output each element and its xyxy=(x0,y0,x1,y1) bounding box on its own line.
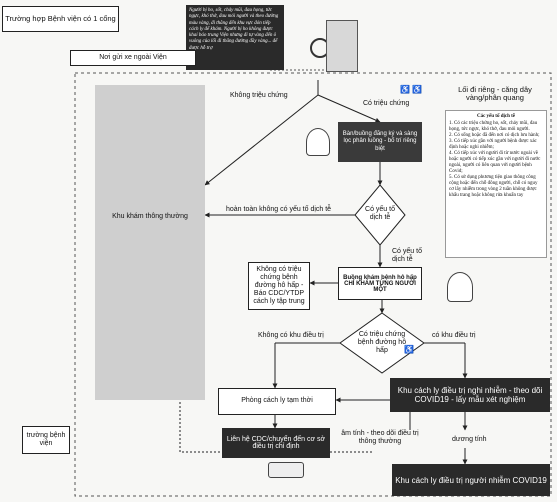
hospital-gate-label: trường bệnh viện xyxy=(22,426,70,454)
nurse-icon xyxy=(306,128,330,156)
private-lane-label: Lối đi riêng - căng dây vàng/phân quang xyxy=(458,85,532,103)
suspect-isolation-box: Khu cách ly điều trị nghi nhiễm - theo d… xyxy=(390,378,550,412)
epi-criteria-item: 2. Có sống hoặc đã đến nơi có dịch lưu h… xyxy=(449,133,540,138)
positive-label: dương tính xyxy=(452,436,487,443)
temp-isolation-box: Phòng cách ly tạm thời xyxy=(218,388,336,415)
confirmed-isolation-box: Khu cách ly điều trị người nhiễm COVID19 xyxy=(392,464,550,496)
hand-sanitizer-station-icon xyxy=(326,20,358,72)
doctor-icon xyxy=(447,272,473,302)
resp-diamond-label: Có triệu chứng bệnh đường hô hấp xyxy=(357,331,407,355)
wheelchair-icon: ♿ xyxy=(404,345,414,354)
ambulance-icon xyxy=(268,462,304,478)
page-title: Trường hợp Bệnh viện có 1 cổng xyxy=(2,6,119,32)
no-epi-label: hoàn toàn không có yếu tố dịch tễ xyxy=(226,206,332,213)
report-cdc-box: Không có triệu chứng bệnh đường hô hấp -… xyxy=(248,262,310,310)
respiratory-room: Buồng khám bệnh hô hấp CHỈ KHÁM TỪNG NGƯ… xyxy=(338,267,422,300)
parking-label: Nơi gửi xe ngoài Viện xyxy=(70,50,196,66)
epi-criteria-item: 4. Có tiếp xúc với người đi từ nước ngoà… xyxy=(449,151,541,174)
epi-criteria-title: Các yếu tố dịch tễ xyxy=(476,114,516,119)
no-zone-label: Không có khu điều trị xyxy=(258,332,324,339)
has-zone-label: có khu điều trị xyxy=(432,332,476,339)
no-symptom-label: Không triệu chứng xyxy=(230,92,288,99)
contact-cdc-box: Liên hệ CDC/chuyển đến cơ sở điều trị ch… xyxy=(222,428,330,458)
negative-label: âm tính - theo dõi điều trị thông thường xyxy=(341,430,419,445)
screening-box: Bàn/buồng đăng ký và sàng lọc phân luồng… xyxy=(338,122,422,162)
epi-criteria-item: 5. Có sử dụng phương tiện giao thông côn… xyxy=(449,175,538,198)
epi-yes-label: Có yếu tố dịch tễ xyxy=(392,248,422,263)
hospital-boundary xyxy=(74,72,552,497)
resp-diamond-shape xyxy=(339,312,425,374)
epi-criteria-panel: Các yếu tố dịch tễ 1. Có các triệu chứng… xyxy=(445,110,547,258)
entrance-poster: Người bị ho, sốt, chảy mũi, đau họng, tứ… xyxy=(186,5,284,70)
general-zone xyxy=(95,85,205,400)
symptom-label: Có triệu chứng xyxy=(363,100,410,107)
epi-diamond-shape xyxy=(354,184,406,246)
epi-diamond-label: Có yếu tố dịch tễ xyxy=(365,206,395,222)
epi-criteria-item: 1. Có các triệu chứng ho, sốt, chảy mũi,… xyxy=(449,121,538,132)
general-exam-label: Khu khám thông thường xyxy=(112,213,188,221)
epi-criteria-item: 3. Có tiếp xúc gần với người bệnh được x… xyxy=(449,139,537,150)
wheelchair-icon: ♿ ♿ xyxy=(400,85,423,94)
